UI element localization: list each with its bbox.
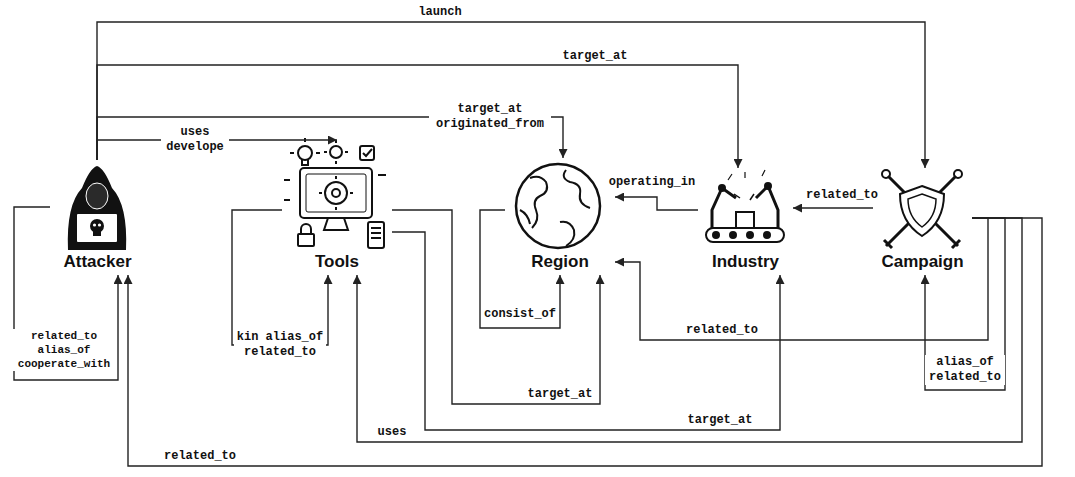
relation-label: related_to bbox=[685, 323, 759, 338]
relation-label: alias_of related_to bbox=[925, 355, 1005, 385]
relation-label: uses bbox=[377, 425, 408, 440]
relation-connector bbox=[925, 218, 1005, 390]
relation-connector bbox=[232, 210, 328, 345]
relation-connector bbox=[97, 65, 738, 168]
node-label: Attacker bbox=[59, 252, 135, 275]
relation-label: related_to bbox=[163, 449, 237, 464]
industry-icon bbox=[706, 170, 784, 242]
campaign-icon bbox=[882, 170, 962, 248]
node-label: Region bbox=[527, 252, 593, 275]
relation-connector bbox=[615, 197, 698, 210]
relation-connector bbox=[793, 207, 873, 208]
relation-connector bbox=[14, 207, 118, 380]
entity-node: Industry bbox=[698, 168, 793, 275]
relation-label: related_to alias_of cooperate_with bbox=[13, 329, 115, 371]
node-label: Campaign bbox=[877, 252, 967, 275]
relation-label: kin alias_of related_to bbox=[234, 330, 326, 360]
attacker-icon bbox=[68, 166, 126, 250]
relation-label: uses develope bbox=[161, 125, 229, 155]
relation-label: target_at bbox=[562, 49, 629, 64]
relation-label: related_to bbox=[805, 188, 879, 203]
relation-label: target_at originated_from bbox=[429, 102, 551, 132]
relation-label: target_at bbox=[687, 413, 754, 428]
node-label: Industry bbox=[708, 252, 783, 275]
relation-label: target_at bbox=[527, 387, 594, 402]
relation-connector bbox=[128, 218, 1042, 466]
relation-connector bbox=[97, 22, 925, 168]
relation-label: launch bbox=[417, 5, 462, 20]
relation-connector bbox=[615, 218, 988, 340]
relation-connector bbox=[357, 218, 1022, 442]
entity-node: Campaign bbox=[873, 168, 972, 275]
relation-label: consist_of bbox=[483, 307, 557, 322]
tools-icon bbox=[284, 138, 386, 248]
entity-node: Tools bbox=[282, 140, 392, 275]
node-label: Tools bbox=[311, 252, 363, 275]
entity-node: Attacker bbox=[50, 160, 145, 275]
relation-connector bbox=[392, 210, 600, 404]
relation-label: operating_in bbox=[608, 175, 696, 190]
entity-node: Region bbox=[505, 158, 615, 275]
globe-icon bbox=[516, 164, 600, 248]
